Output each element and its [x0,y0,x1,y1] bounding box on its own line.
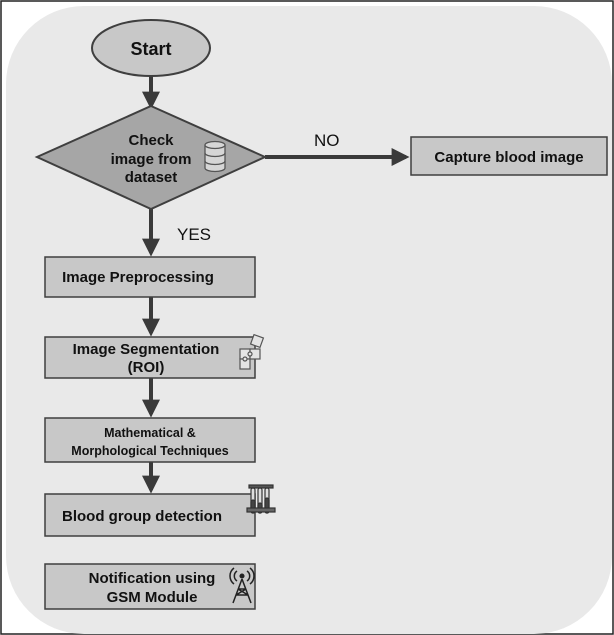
segmentation-line-2: (ROI) [128,359,165,376]
techniques-line-1: Mathematical & [104,426,196,440]
capture-label: Capture blood image [434,149,583,166]
connectors [142,76,410,494]
decision-line-2: image from [111,151,192,168]
decision-node [34,104,268,211]
segmentation-line-1: Image Segmentation [73,341,220,358]
yes-label: YES [177,225,211,244]
techniques-node [44,417,256,463]
capture-node [410,136,608,176]
test-tubes-icon [246,484,276,514]
segmentation-node [44,336,256,379]
notification-node [44,563,256,610]
database-icon [204,140,226,173]
preprocessing-label: Image Preprocessing [62,269,214,286]
preprocessing-node [44,256,256,298]
decision-line-3: dataset [125,169,178,186]
start-label: Start [130,39,171,59]
antenna-tower-icon [229,567,255,604]
detection-node [44,493,256,537]
start-node [91,19,211,77]
detection-label: Blood group detection [62,508,222,525]
background-panel [6,6,612,634]
notification-line-1: Notification using [89,570,216,587]
techniques-line-2: Morphological Techniques [71,444,228,458]
no-label: NO [314,131,340,150]
decision-line-1: Check [128,132,174,149]
notification-line-2: GSM Module [107,589,198,606]
puzzle-icon [239,333,265,370]
